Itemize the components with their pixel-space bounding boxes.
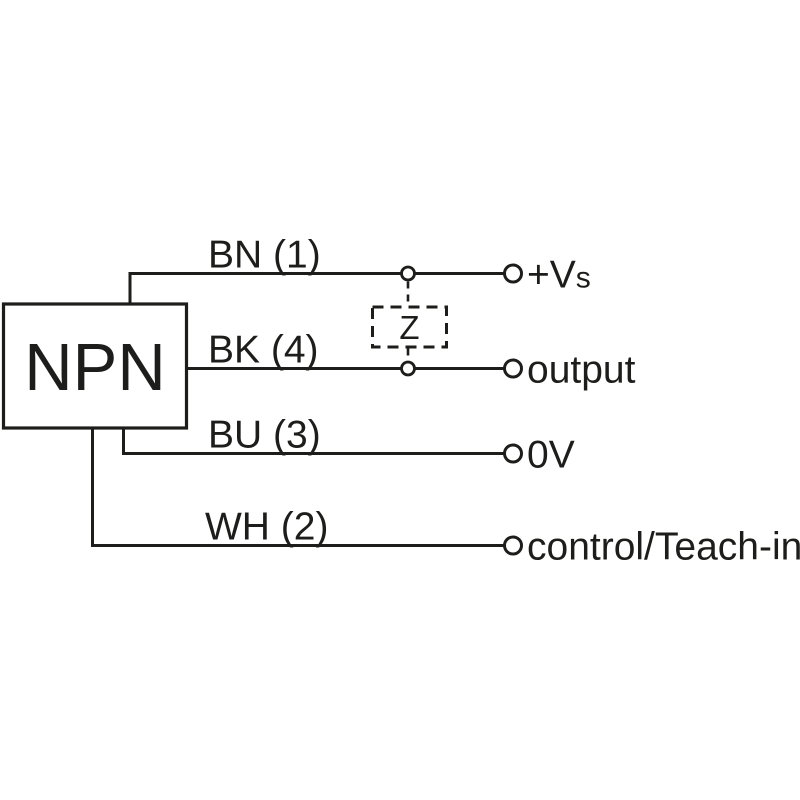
wire-wh: WH (2) control/Teach-in bbox=[91, 428, 800, 569]
wire-bn-junction-node bbox=[400, 265, 416, 282]
wire-wh-line bbox=[91, 428, 504, 547]
wire-bu-terminal-label: 0V bbox=[527, 434, 575, 477]
wire-bk-junction-node bbox=[400, 360, 416, 377]
wire-bu: BU (3) 0V bbox=[122, 414, 575, 477]
wire-bu-label: BU (3) bbox=[208, 414, 321, 457]
wire-bn: BN (1) +Vs bbox=[128, 234, 591, 304]
device: NPN bbox=[1, 302, 189, 430]
wire-bk-terminal-label: output bbox=[527, 349, 636, 392]
wire-bn-label: BN (1) bbox=[208, 234, 321, 277]
terminal-label-main: control/Teach-in bbox=[527, 526, 800, 569]
terminal-label-small: s bbox=[576, 262, 591, 295]
device-label-text: NPN bbox=[24, 330, 165, 405]
impedance: Z bbox=[371, 281, 448, 361]
wire-bn-terminal-circle bbox=[503, 263, 523, 284]
device-box bbox=[1, 302, 189, 430]
wire-bu-terminal-circle bbox=[503, 443, 523, 464]
wire-wh-terminal-circle bbox=[503, 535, 523, 556]
terminal-label-main: output bbox=[527, 349, 636, 392]
wire-bk: BK (4) output bbox=[186, 329, 636, 392]
terminal-label-main: +V bbox=[527, 254, 576, 297]
wire-bn-line bbox=[128, 272, 504, 304]
wire-bk-terminal-circle bbox=[503, 358, 523, 379]
wire-wh-label: WH (2) bbox=[205, 506, 328, 549]
wire-wh-terminal-label: control/Teach-in bbox=[527, 526, 800, 569]
terminal-label-main: 0V bbox=[527, 434, 575, 477]
wire-bu-line bbox=[122, 428, 504, 455]
wire-bk-label: BK (4) bbox=[208, 329, 319, 372]
impedance-label: Z bbox=[399, 309, 419, 346]
impedance-box bbox=[371, 305, 448, 349]
wire-bn-terminal-label: +Vs bbox=[527, 254, 591, 297]
